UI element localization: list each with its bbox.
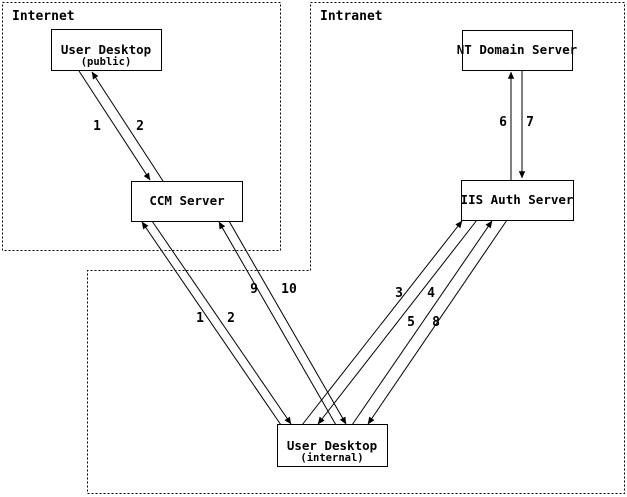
edge-step2-public xyxy=(91,71,164,182)
edge-step10-label: 10 xyxy=(281,282,297,297)
edge-step8 xyxy=(367,219,508,425)
edge-step1-public xyxy=(78,70,151,181)
edge-step5 xyxy=(351,220,493,426)
edge-step9 xyxy=(218,221,337,426)
node-iis-auth-server: IIS Auth Server xyxy=(461,180,574,221)
edge-step9-label: 9 xyxy=(250,282,258,297)
node-iis-auth-server-box xyxy=(461,180,574,221)
edge-step2-public-label: 2 xyxy=(136,119,144,134)
node-user-desktop-internal-title: User Desktop xyxy=(287,438,377,453)
node-user-desktop-public-title: User Desktop xyxy=(61,42,151,57)
intranet-region-label: Intranet xyxy=(320,9,383,24)
node-user-desktop-public-subtitle: (public) xyxy=(81,56,132,68)
edge-step10 xyxy=(228,220,347,425)
node-ccm-server-title: CCM Server xyxy=(149,193,225,208)
edge-step7-label: 7 xyxy=(526,115,534,130)
internet-region-border xyxy=(2,2,281,251)
intranet-region-border xyxy=(87,2,625,494)
edge-step6-label: 6 xyxy=(499,115,507,130)
node-nt-domain-server-title: NT Domain Server xyxy=(457,42,578,57)
edge-step3-label: 3 xyxy=(395,286,403,301)
edge-step2-internal-label: 2 xyxy=(227,311,235,326)
edge-step5-label: 5 xyxy=(407,315,415,330)
node-nt-domain-server-box xyxy=(462,30,573,71)
internet-region-label: Internet xyxy=(12,9,75,24)
node-user-desktop-public-box xyxy=(51,29,162,71)
node-nt-domain-server: NT Domain Server xyxy=(457,30,578,71)
node-iis-auth-server-title: IIS Auth Server xyxy=(461,192,574,207)
node-user-desktop-internal-box xyxy=(277,424,388,467)
edge-step4-label: 4 xyxy=(427,286,435,301)
edge-step2-internal xyxy=(151,220,292,425)
node-ccm-server: CCM Server xyxy=(131,181,243,222)
edge-step3 xyxy=(301,220,463,426)
edge-step8-label: 8 xyxy=(432,315,440,330)
node-user-desktop-public: User Desktop (public) xyxy=(51,29,162,71)
node-user-desktop-internal: User Desktop (internal) xyxy=(277,424,388,467)
node-ccm-server-box xyxy=(131,181,243,222)
edge-step1-internal xyxy=(141,221,282,426)
edge-step1-internal-label: 1 xyxy=(196,311,204,326)
edge-step1-public-label: 1 xyxy=(93,119,101,134)
edge-step4 xyxy=(317,219,478,425)
node-user-desktop-internal-subtitle: (internal) xyxy=(300,452,363,464)
